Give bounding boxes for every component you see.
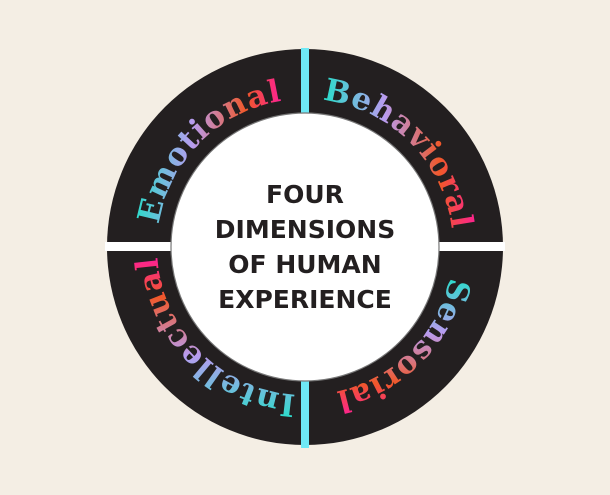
center-title-line-3: OF HUMAN <box>228 250 381 279</box>
center-circle <box>170 112 440 382</box>
center-title-line-2: DIMENSIONS <box>215 215 395 244</box>
center-title-line-1: FOUR <box>266 180 344 209</box>
center-title-line-4: EXPERIENCE <box>218 285 392 314</box>
